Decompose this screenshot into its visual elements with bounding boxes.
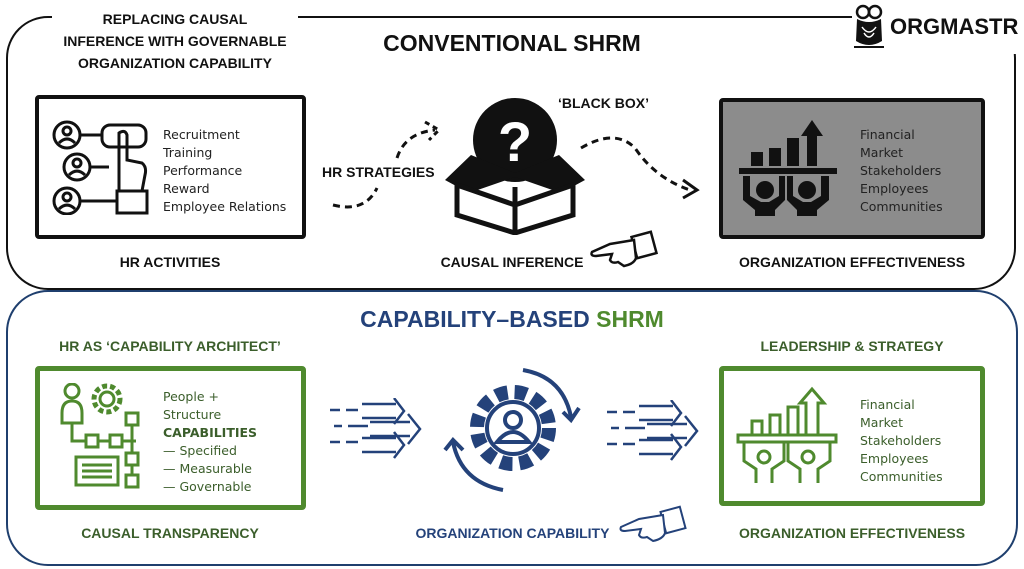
subtitle-line: ORGANIZATION CAPABILITY (78, 55, 272, 71)
list-item: Employees (860, 181, 929, 196)
list-item: Market (860, 415, 903, 430)
list-item: Financial (860, 127, 915, 142)
list-item: Structure (163, 407, 222, 422)
conventional-title: CONVENTIONAL SHRM (383, 30, 641, 56)
subtitle-block: REPLACING CAUSAL INFERENCE WITH GOVERNAB… (52, 8, 298, 78)
hr-activities-caption: HR ACTIVITIES (119, 254, 221, 270)
list-item: Employee Relations (163, 199, 287, 214)
capability-title: CAPABILITY–BASED SHRM (300, 306, 724, 333)
capability-title-part2: SHRM (596, 306, 664, 332)
list-item: CAPABILITIES (163, 425, 258, 440)
black-box-label: ‘BLACK BOX’ (558, 95, 649, 111)
list-item: Market (860, 145, 903, 160)
svg-text:?: ? (498, 110, 532, 173)
org-structure-gear-icon (60, 383, 140, 489)
logo-text: ORGMASTR (890, 14, 1019, 39)
architect-box: People + Structure CAPABILITIES — Specif… (35, 366, 306, 510)
effectiveness-list-capability: Financial Market Stakeholders Employees … (860, 396, 943, 486)
subtitle-line: INFERENCE WITH GOVERNABLE (63, 33, 287, 49)
list-item: People + (163, 389, 219, 404)
architect-label: HR AS ‘CAPABILITY ARCHITECT’ (59, 338, 281, 354)
subtitle-line: REPLACING CAUSAL (102, 11, 248, 27)
pointing-hand-icon (619, 505, 687, 543)
org-capability-caption: ORGANIZATION CAPABILITY (415, 525, 610, 541)
list-item: — Governable (163, 479, 252, 494)
hr-activities-icon (52, 120, 149, 215)
speed-arrows-icon (607, 400, 699, 461)
hr-activities-list: Recruitment Training Performance Reward … (163, 126, 286, 216)
causal-inference-caption: CAUSAL INFERENCE (440, 254, 584, 270)
hr-activities-box: Recruitment Training Performance Reward … (35, 95, 306, 239)
effectiveness-box-conventional: Financial Market Stakeholders Employees … (719, 98, 985, 239)
speed-arrows-icon (330, 398, 422, 459)
owl-logo-icon (854, 4, 884, 48)
pointing-hand-icon (590, 230, 658, 268)
hr-strategies-label: HR STRATEGIES (322, 164, 435, 180)
list-item: Financial (860, 397, 915, 412)
logo: ORGMASTR (852, 0, 1024, 54)
dashed-arrow-icon (332, 120, 442, 209)
list-item: Training (163, 145, 213, 160)
capability-title-part1: CAPABILITY–BASED (360, 306, 590, 332)
list-item: Employees (860, 451, 929, 466)
lifting-growth-chart-icon (736, 386, 838, 483)
dashed-arrow-right-icon (580, 136, 700, 200)
effectiveness-caption-conventional: ORGANIZATION EFFECTIVENESS (738, 254, 966, 270)
effectiveness-list-conventional: Financial Market Stakeholders Employees … (860, 126, 943, 216)
list-item: Communities (860, 199, 943, 214)
list-item: Communities (860, 469, 943, 484)
transparency-caption: CAUSAL TRANSPARENCY (81, 525, 259, 541)
architect-list: People + Structure CAPABILITIES — Specif… (163, 388, 257, 496)
list-item: Performance (163, 163, 243, 178)
list-item: Reward (163, 181, 210, 196)
list-item: — Specified (163, 443, 237, 458)
black-box-icon: ? (445, 98, 585, 235)
list-item: Stakeholders (860, 163, 942, 178)
conventional-shrm-panel (6, 16, 1016, 290)
org-capability-gear-icon (443, 368, 581, 492)
effectiveness-box-capability: Financial Market Stakeholders Employees … (719, 366, 985, 506)
list-item: — Measurable (163, 461, 252, 476)
list-item: Recruitment (163, 127, 240, 142)
list-item: Stakeholders (860, 433, 942, 448)
capability-shrm-panel (6, 290, 1018, 566)
lifting-growth-chart-icon (739, 120, 837, 216)
effectiveness-caption-capability: ORGANIZATION EFFECTIVENESS (738, 525, 966, 541)
leadership-label: LEADERSHIP & STRATEGY (760, 338, 944, 354)
